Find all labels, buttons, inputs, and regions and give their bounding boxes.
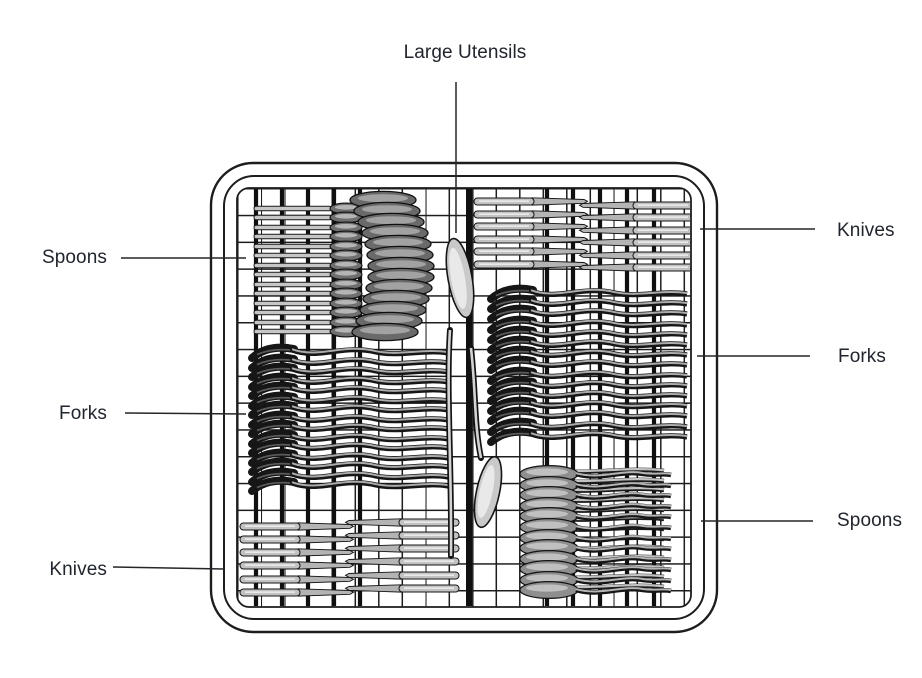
label-knives-top-right: Knives <box>837 220 895 241</box>
label-spoons-top-left: Spoons <box>41 247 107 268</box>
label-forks-mid-right: Forks <box>838 346 886 367</box>
label-large-utensils: Large Utensils <box>403 42 527 63</box>
leader-forks-mid-left <box>124 412 247 415</box>
leader-knives-bottom-left <box>112 566 225 570</box>
label-spoons-bottom-right: Spoons <box>837 510 903 531</box>
leader-lines <box>112 82 815 570</box>
label-forks-mid-left: Forks <box>59 403 107 424</box>
label-knives-bottom-left: Knives <box>49 559 107 580</box>
large-utensils-cluster <box>445 237 503 559</box>
